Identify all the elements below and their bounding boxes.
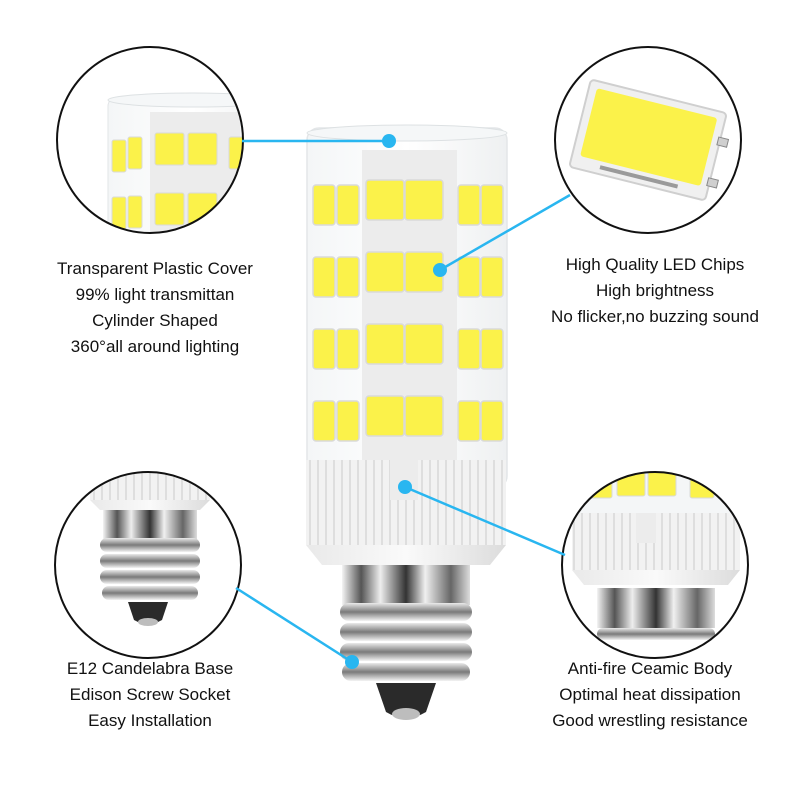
- caption-line: No flicker,no buzzing sound: [551, 307, 759, 326]
- central-bulb: [306, 124, 508, 720]
- caption-plastic-cover: Transparent Plastic Cover 99% light tran…: [20, 256, 290, 360]
- screw-base-icon: [54, 471, 242, 659]
- caption-line: 99% light transmittan: [75, 285, 235, 304]
- caption-line: Edison Screw Socket: [69, 685, 231, 704]
- caption-line: Cylinder Shaped: [92, 311, 218, 330]
- ceramic-body-icon: [561, 471, 749, 659]
- caption-ceramic-body: Anti-fire Ceamic Body Optimal heat dissi…: [515, 656, 785, 734]
- caption-led-chips: High Quality LED Chips High brightness N…: [515, 252, 795, 330]
- caption-line: Anti-fire Ceamic Body: [567, 659, 733, 678]
- caption-line: High Quality LED Chips: [565, 255, 745, 274]
- caption-screw-base: E12 Candelabra Base Edison Screw Socket …: [30, 656, 270, 734]
- led-chip-icon: [554, 46, 742, 234]
- connector-bottom-left: [235, 586, 359, 669]
- caption-line: Good wrestling resistance: [552, 711, 748, 730]
- connector-top-right: [433, 193, 571, 277]
- caption-line: Easy Installation: [88, 711, 212, 730]
- plastic-cover-icon: [56, 46, 244, 234]
- caption-line: E12 Candelabra Base: [66, 659, 234, 678]
- connector-bottom-right: [398, 480, 566, 557]
- caption-line: 360°all around lighting: [70, 337, 240, 356]
- caption-line: Transparent Plastic Cover: [57, 259, 253, 278]
- connector-top-left: [242, 134, 396, 148]
- caption-line: High brightness: [595, 281, 715, 300]
- caption-line: Optimal heat dissipation: [559, 685, 741, 704]
